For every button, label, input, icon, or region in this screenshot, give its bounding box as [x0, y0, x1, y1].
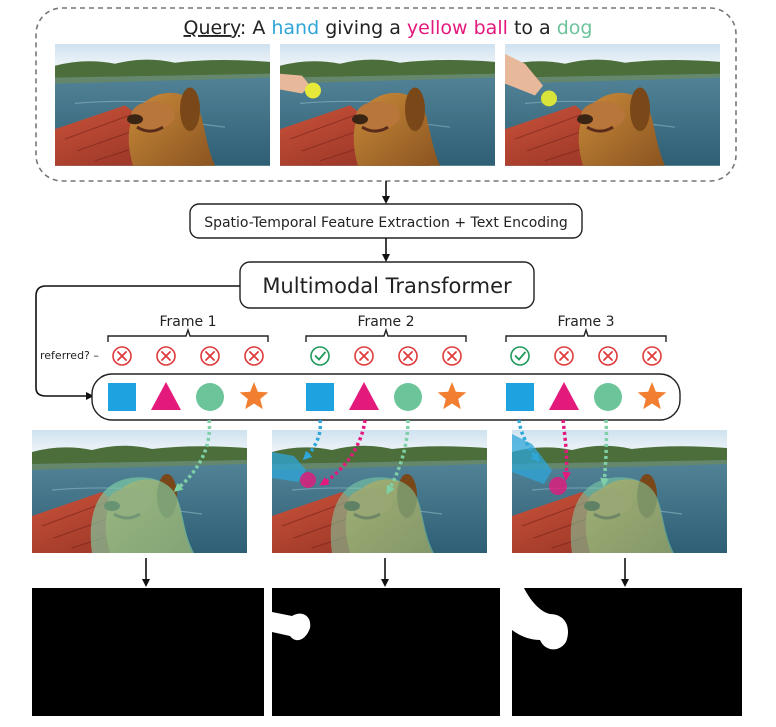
query-word: giving a [325, 17, 401, 39]
not-referred-x-icon [200, 346, 220, 366]
output-frame-1 [31, 429, 248, 555]
hand-mask [272, 612, 311, 641]
multimodal-transformer-box [239, 261, 535, 309]
not-referred-x-icon [442, 346, 462, 366]
dog-mask-overlay [90, 477, 194, 553]
object-query-triangle-icon [151, 382, 181, 410]
frame-2-label: Frame 2 [358, 314, 415, 330]
object-query-square-icon [108, 383, 136, 411]
ball-shape [541, 90, 557, 107]
object-query-square-icon [306, 383, 334, 411]
ball-shape [305, 82, 321, 99]
ball-query-arrow [319, 419, 367, 486]
query-word: A [252, 17, 265, 39]
hand-mask-overlay [272, 452, 306, 482]
query-word: to a [514, 17, 551, 39]
object-query-circle-icon [394, 383, 422, 411]
multimodal-transformer-label: Multimodal Transformer [262, 274, 512, 298]
object-query-star-icon [437, 382, 467, 410]
not-referred-x-icon [354, 346, 374, 366]
query-word-dog: dog [557, 17, 593, 39]
object-query-square-icon [506, 383, 534, 411]
referred-status-row [112, 346, 662, 366]
input-frame-3 [504, 43, 721, 168]
not-referred-x-icon [398, 346, 418, 366]
hand-shape [280, 73, 310, 94]
query-text: Query: A hand giving a yellow ball to a … [184, 17, 593, 39]
query-word-hand: hand [271, 17, 319, 39]
hand-mask [512, 588, 569, 650]
object-query-star-icon [637, 382, 667, 410]
ball-mask-overlay [300, 472, 316, 488]
not-referred-x-icon [598, 346, 618, 366]
output-frame-3 [511, 429, 728, 555]
object-query-circle-icon [196, 383, 224, 411]
not-referred-x-icon [642, 346, 662, 366]
object-query-triangle-icon [549, 382, 579, 410]
not-referred-x-icon [554, 346, 574, 366]
hand-query-arrow [302, 419, 323, 461]
hand-shape [505, 53, 543, 96]
transformer-output-line [35, 285, 240, 400]
referred-label: referred? – [40, 349, 99, 362]
object-query-circle-icon [594, 383, 622, 411]
object-query-star-icon [239, 382, 269, 410]
referred-check-icon [310, 346, 330, 366]
object-query-triangle-icon [349, 382, 379, 410]
input-frame-2 [279, 43, 496, 168]
not-referred-x-icon [156, 346, 176, 366]
input-frame-1 [54, 43, 271, 168]
query-word-yellow-ball: yellow ball [407, 17, 508, 39]
object-queries-row [108, 382, 667, 411]
mask-output-3 [512, 588, 742, 716]
query-prefix: Query [184, 17, 241, 39]
not-referred-x-icon [112, 346, 132, 366]
output-frame-2 [271, 429, 488, 555]
not-referred-x-icon [244, 346, 264, 366]
dog-query-arrow [173, 419, 212, 492]
feature-extraction-label: Spatio-Temporal Feature Extraction + Tex… [204, 215, 568, 231]
referred-check-icon [510, 346, 530, 366]
object-queries-box [91, 373, 681, 421]
mask-output-1 [32, 588, 264, 716]
frame-3-label: Frame 3 [558, 314, 615, 330]
frame-braces [107, 327, 667, 342]
frame-1-label: Frame 1 [160, 314, 217, 330]
mask-output-2 [272, 588, 500, 716]
